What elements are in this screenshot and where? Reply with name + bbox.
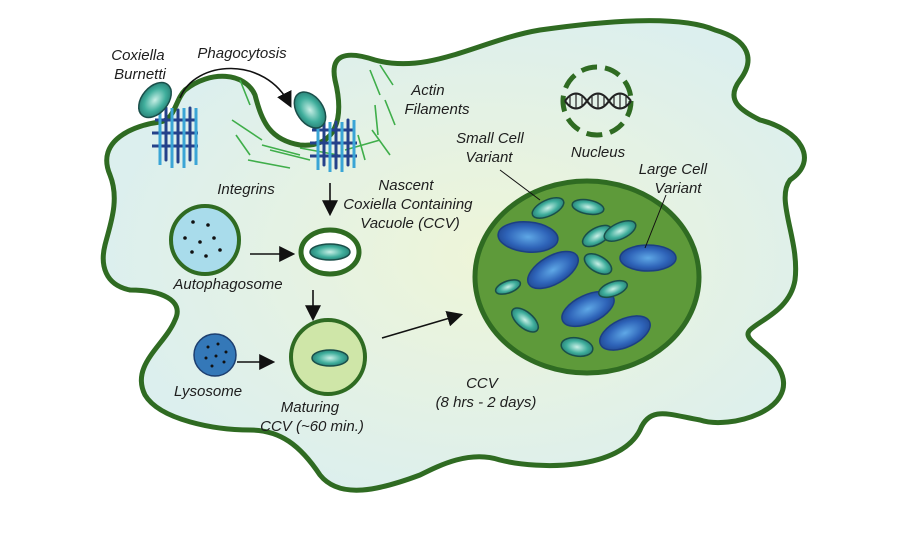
phagocytosis-arrow [179, 67, 292, 108]
phagocytosed-bacterium [293, 91, 327, 129]
integrins-left [152, 106, 198, 168]
nascent-ccv-label: Nascent Coxiella Containing Vacuole (CCV… [343, 177, 476, 232]
autophagosome-label: Autophagosome [172, 276, 282, 293]
coxiella-bacterium [137, 81, 173, 119]
arrow-to-large-ccv [381, 310, 464, 339]
host-cell-membrane [100, 18, 807, 493]
phagocytosis-label: Phagocytosis [197, 45, 287, 62]
large-cell-label: Large Cell Variant [639, 161, 712, 197]
actin-label: Actin Filaments [404, 82, 470, 118]
large-ccv [472, 178, 702, 376]
nucleus [560, 64, 634, 138]
nucleus-label: Nucleus [571, 144, 626, 161]
integrins-label: Integrins [217, 181, 275, 198]
lysosome [193, 333, 237, 377]
nascent-ccv [298, 227, 362, 277]
small-cell-label: Small Cell Variant [456, 130, 528, 166]
ccv-label: CCV (8 hrs - 2 days) [436, 375, 537, 411]
actin-filaments [231, 64, 396, 169]
maturing-ccv [289, 318, 367, 396]
maturing-ccv-label: Maturing CCV (~60 min.) [260, 399, 364, 435]
pointer-small-cell [499, 169, 541, 201]
pointer-large-cell [644, 194, 667, 249]
coxiella-label: Coxiella Burnetti [111, 47, 169, 83]
lysosome-label: Lysosome [174, 383, 242, 400]
autophagosome [169, 204, 241, 276]
